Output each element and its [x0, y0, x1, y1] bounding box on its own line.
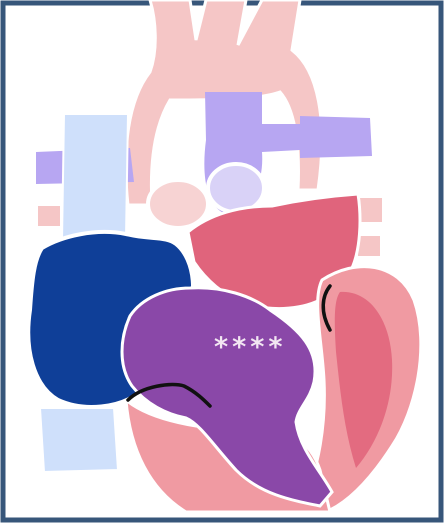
right-vessel-stub-lower	[358, 236, 380, 256]
defect-marker-label: ****	[214, 332, 286, 363]
pulmonary-valve	[208, 164, 264, 212]
left-vessel-stub	[38, 206, 60, 226]
inferior-vena-cava	[40, 408, 118, 472]
aortic-valve	[148, 180, 208, 228]
superior-vena-cava	[62, 114, 128, 240]
